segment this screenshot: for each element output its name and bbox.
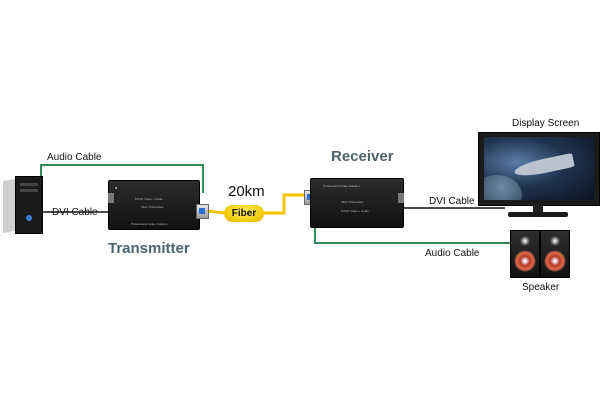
audio-cable-left-label: Audio Cable — [47, 152, 102, 163]
receiver-title: Receiver — [331, 148, 394, 165]
speaker-left-icon — [510, 230, 540, 278]
tx-footer-text: Professional Video Solution — [131, 222, 168, 226]
receiver-device: Professional Video Solution Fiber Transm… — [310, 178, 404, 228]
fiber-label: Fiber — [224, 205, 264, 222]
transmitter-title: Transmitter — [108, 240, 190, 257]
audio-cable-right — [314, 226, 512, 244]
computer-tower-icon — [3, 176, 43, 234]
audio-cable-right-label: Audio Cable — [425, 248, 480, 259]
speaker-label: Speaker — [522, 282, 560, 293]
tx-product-text: M DVI Video + Audio — [135, 197, 163, 201]
rx-footer-text: Professional Video Solution — [323, 184, 360, 188]
distance-label: 20km — [228, 183, 265, 200]
display-screen-icon — [478, 132, 600, 218]
rx-product-text: M DVI Video + Audio — [341, 209, 369, 213]
dvi-cable-left-label: DVI Cable — [52, 207, 98, 218]
transmitter-device: ● M DVI Video + Audio Fiber Transmitter … — [108, 180, 200, 230]
rx-sub-text: Fiber Transmitter — [341, 200, 364, 204]
fiber-cable — [205, 193, 306, 215]
tx-sfp-module-icon — [196, 204, 209, 219]
speaker-right-icon — [540, 230, 570, 278]
display-screen-label: Display Screen — [512, 118, 580, 129]
tx-sub-text: Fiber Transmitter — [141, 205, 164, 209]
dvi-cable-right-label: DVI Cable — [429, 196, 475, 207]
